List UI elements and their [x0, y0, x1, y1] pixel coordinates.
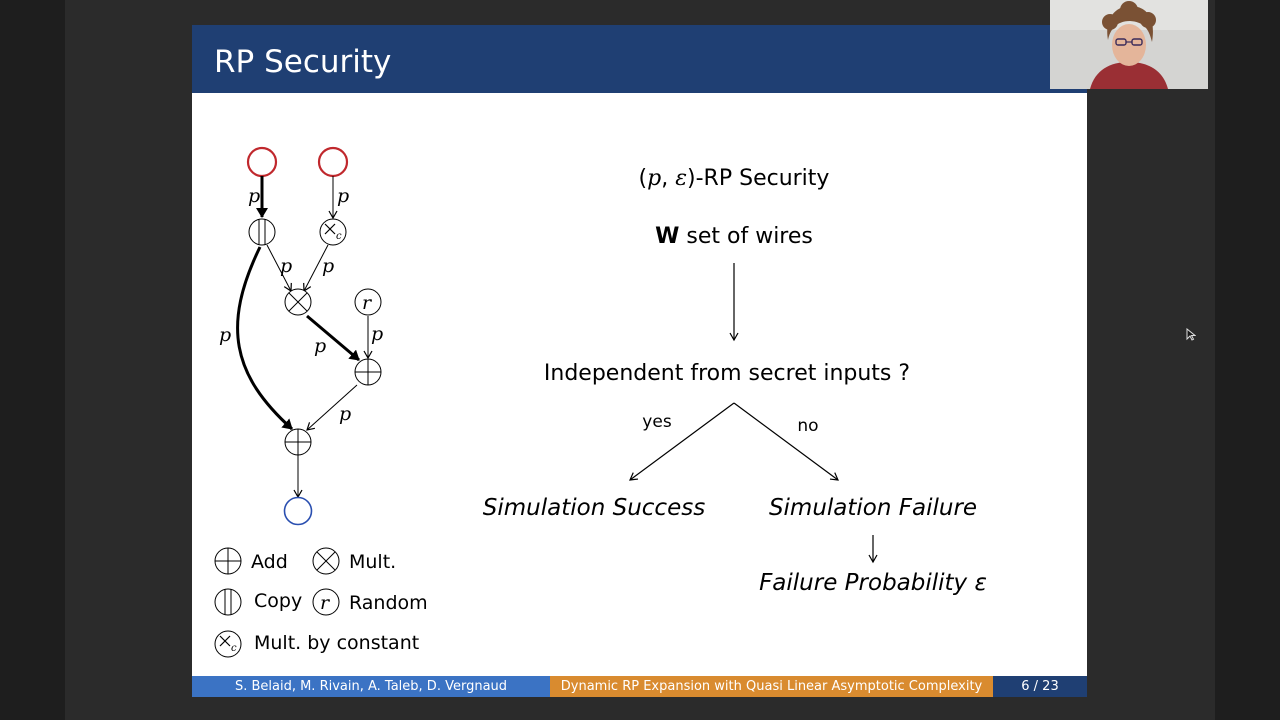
output-node: [283, 496, 313, 526]
legend-mult-const-subscript: c: [231, 643, 237, 654]
legend-mult-const-symbol: c: [214, 630, 242, 658]
slide-footer: S. Belaid, M. Rivain, A. Taleb, D. Vergn…: [192, 676, 1087, 697]
no-label: no: [797, 416, 818, 436]
no-arrow: [733, 402, 839, 481]
legend-mult-const-label: Mult. by constant: [254, 632, 419, 654]
edge-label: p: [219, 324, 231, 346]
legend-add-label: Add: [251, 551, 288, 573]
copy-gate: [248, 218, 276, 246]
legend-random-symbol: r: [312, 588, 340, 616]
slide-header: RP Security: [192, 25, 1087, 93]
edge-add1-add2: [306, 384, 358, 431]
flow-diagram: (p, ε)-RP Security W set of wires Indepe…: [483, 166, 987, 596]
edge-multc-mult: [303, 244, 329, 293]
input-node-2: [317, 146, 349, 178]
edge-label: p: [248, 185, 260, 207]
edge-copy-add2: [236, 246, 294, 431]
legend-mult-label: Mult.: [349, 551, 396, 573]
yes-arrow: [629, 402, 735, 481]
yes-label: yes: [642, 412, 672, 432]
edge-copy-mult: [266, 244, 292, 293]
legend-copy-label: Copy: [254, 590, 302, 612]
presenter-avatar: [1050, 0, 1208, 89]
input-node-1: [246, 146, 278, 178]
legend-copy-symbol: [214, 588, 242, 616]
rp-security-heading: (p, ε)-RP Security: [639, 166, 830, 191]
independence-question: Independent from secret inputs ?: [544, 361, 910, 386]
slide-title: RP Security: [214, 44, 392, 80]
left-margin: [0, 0, 65, 720]
edge-label: p: [339, 403, 351, 425]
mult-const-subscript: c: [336, 231, 342, 242]
wires-label: W set of wires: [655, 224, 813, 249]
footer-authors: S. Belaid, M. Rivain, A. Taleb, D. Vergn…: [192, 676, 550, 697]
failure-probability: Failure Probability ε: [759, 570, 987, 596]
legend: Add Mult. Copy r Random: [214, 547, 428, 658]
edge-mult-add1: [306, 314, 360, 362]
random-label: r: [362, 292, 373, 314]
add-gate-1: [354, 358, 382, 386]
presenter-webcam: [1050, 0, 1208, 89]
footer-talk-title: Dynamic RP Expansion with Quasi Linear A…: [550, 676, 993, 697]
mult-gate: [284, 288, 312, 316]
mult-const-gate: c: [319, 218, 347, 246]
mouse-cursor-icon: [1186, 328, 1196, 341]
circuit-diagram: p p p p p p p p c: [219, 146, 383, 526]
edge-label: p: [280, 255, 292, 277]
footer-page-number: 6 / 23: [993, 676, 1087, 697]
simulation-failure: Simulation Failure: [769, 495, 977, 521]
add-gate-2: [284, 428, 312, 456]
edge-label: p: [337, 185, 349, 207]
edge-label: p: [322, 255, 334, 277]
slide-content: p p p p p p p p c: [214, 146, 987, 658]
legend-random-label: Random: [349, 592, 428, 614]
edge-label: p: [314, 335, 326, 357]
legend-random-glyph: r: [320, 592, 331, 614]
random-node: r: [354, 288, 382, 316]
legend-add-symbol: [214, 547, 242, 575]
presentation-slide: RP Security p: [192, 25, 1087, 697]
edge-label: p: [371, 323, 383, 345]
simulation-success: Simulation Success: [483, 495, 705, 521]
right-margin: [1215, 0, 1280, 720]
legend-mult-symbol: [312, 547, 340, 575]
